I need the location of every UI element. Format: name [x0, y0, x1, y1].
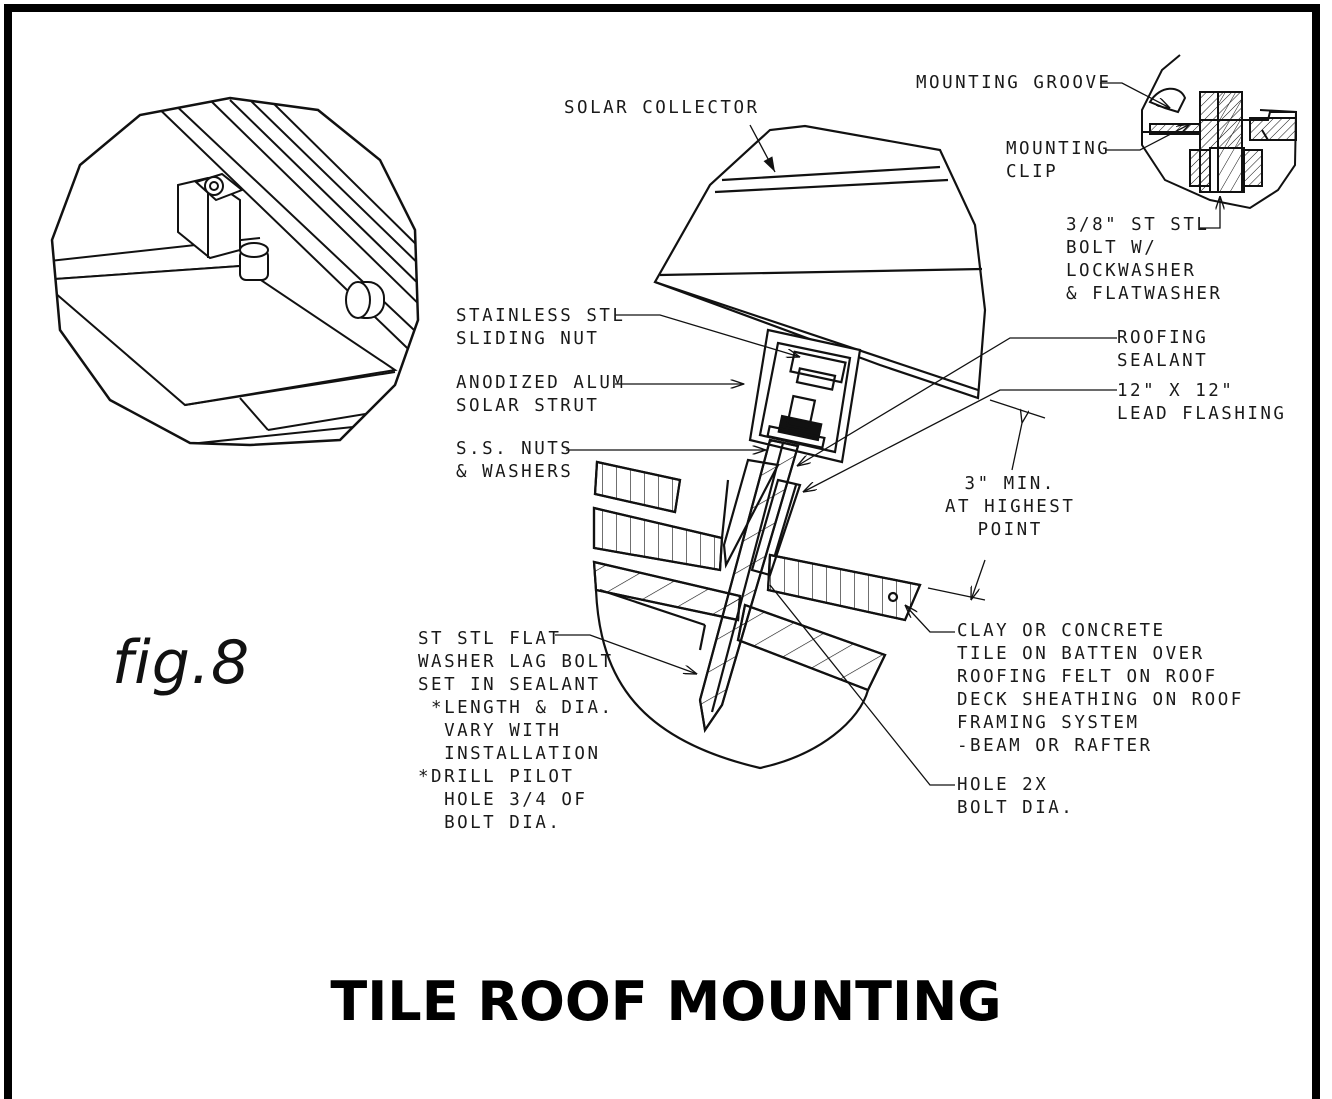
label-nuts-washers: S.S. NUTS& WASHERS — [456, 439, 574, 482]
label-lead-flashing: 12" X 12"LEAD FLASHING — [1117, 381, 1287, 424]
figure-label: fig.8 — [112, 628, 251, 698]
label-solar-collector: SOLAR COLLECTOR — [564, 98, 760, 118]
groove-detail — [1141, 54, 1298, 210]
drawing-frame — [4, 4, 1320, 1099]
perspective-detail — [50, 96, 420, 447]
page-title: TILE ROOF MOUNTING — [330, 970, 1002, 1033]
label-mounting-groove: MOUNTING GROOVE — [916, 73, 1112, 93]
leader-lines — [555, 82, 1220, 786]
main-section — [592, 124, 987, 770]
